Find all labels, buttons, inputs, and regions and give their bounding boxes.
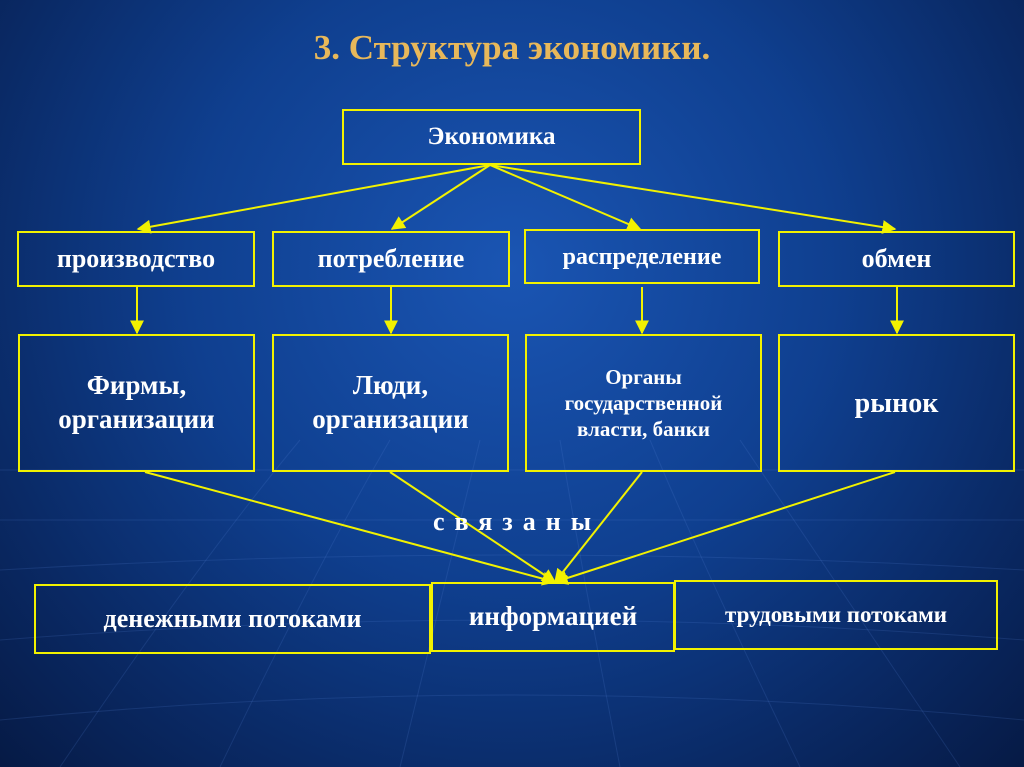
page-title: 3. Структура экономики. — [313, 28, 711, 67]
sphere-label: потребление — [317, 243, 465, 273]
subject-box-market: рынок — [778, 334, 1015, 472]
sphere-label: производство — [56, 243, 216, 273]
subject-line: организации — [58, 404, 215, 434]
sphere-box-distribution: распределение — [524, 229, 760, 284]
subject-line: рынок — [854, 387, 939, 419]
arrow-root-to-exchange — [489, 164, 897, 234]
subject-line: Люди, — [352, 370, 429, 401]
subject-line: Органы — [605, 364, 682, 389]
connected-label: связаны — [433, 507, 602, 536]
subject-box-firms: Фирмы, организации — [18, 334, 255, 472]
root-box-economy: Экономика — [342, 109, 641, 165]
subject-box-people: Люди, организации — [272, 334, 509, 472]
arrow-market-to-flows — [553, 471, 896, 585]
sphere-box-exchange: обмен — [778, 231, 1015, 287]
flow-box-information: информацией — [431, 582, 675, 652]
sphere-label: обмен — [861, 243, 932, 273]
arrow-root-to-consumption — [390, 164, 491, 230]
flow-label: денежными потоками — [103, 603, 362, 633]
subject-line: организации — [312, 404, 469, 434]
subject-line: государственной — [564, 390, 723, 415]
subject-line: власти, банки — [577, 417, 710, 442]
subject-box-government: Органы государственной власти, банки — [525, 334, 762, 472]
flow-label: информацией — [468, 601, 638, 632]
sphere-box-consumption: потребление — [272, 231, 510, 287]
flow-label: трудовыми потоками — [725, 601, 947, 627]
flow-box-money: денежными потоками — [34, 584, 431, 654]
sphere-label: распределение — [562, 243, 722, 270]
subject-line: Фирмы, — [86, 370, 187, 401]
flow-box-labor: трудовыми потоками — [674, 580, 998, 650]
sphere-box-production: производство — [17, 231, 255, 287]
arrow-root-to-distribution — [489, 164, 642, 231]
root-label: Экономика — [427, 123, 556, 151]
arrow-root-to-production — [136, 164, 491, 234]
